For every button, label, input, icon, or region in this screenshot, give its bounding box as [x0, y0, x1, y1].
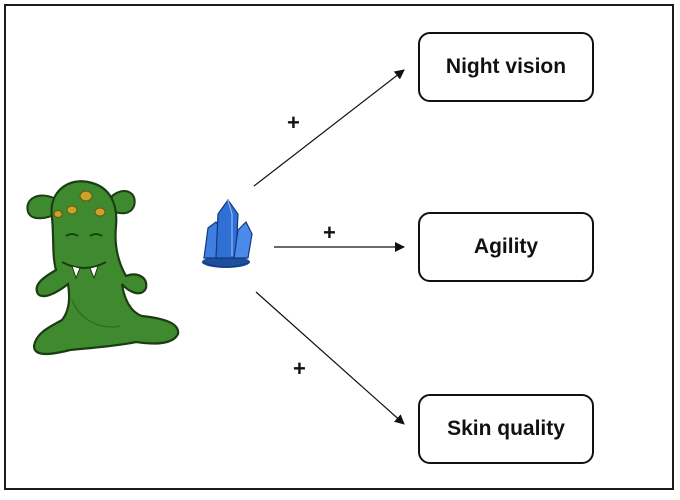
arrow-skin-quality [255, 291, 405, 425]
arrow-night-vision [253, 69, 405, 187]
blue-crystal-icon [201, 198, 253, 268]
diagram-frame [4, 4, 674, 490]
node-label: Agility [473, 235, 539, 258]
edge-sign-agility: + [323, 220, 336, 245]
node-label: Skin quality [447, 417, 565, 440]
edge-sign-night-vision: + [287, 110, 300, 135]
edge-sign-skin-quality: + [293, 356, 306, 381]
node-night-vision: Night vision [418, 32, 594, 102]
green-monster-icon [26, 180, 180, 356]
node-agility: Agility [418, 212, 594, 282]
node-skin-quality: Skin quality [418, 394, 594, 464]
node-label: Night vision [445, 55, 567, 78]
